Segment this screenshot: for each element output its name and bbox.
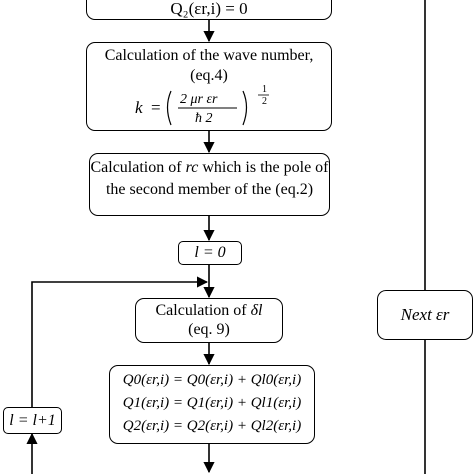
l-init-text: l = 0 xyxy=(194,244,226,261)
formula-denominator: ħ 2 xyxy=(195,111,213,126)
next-er-text: Next εr xyxy=(400,305,450,324)
loop-back-line xyxy=(31,276,209,407)
formula-exp-den: 2 xyxy=(262,96,267,107)
wave-number-formula: k = 2 μr εr ħ 2 1 2 xyxy=(135,85,269,126)
sum-row-2: Q2(εr,i) = Q2(εr,i) + Ql2(εr,i) xyxy=(122,418,302,434)
rc-line1-suffix: which is the pole of xyxy=(198,159,329,176)
init-box-text: Q₂(εr,i) = 0 xyxy=(170,0,248,18)
delta-line2: (eq. 9) xyxy=(188,321,230,338)
l-increment-box: l = l+1 xyxy=(3,407,62,434)
delta-var: δl xyxy=(250,302,263,319)
l-init-box: l = 0 xyxy=(178,241,242,265)
delta-box: Calculation of δl (eq. 9) xyxy=(135,298,283,343)
formula-numerator: 2 μr εr xyxy=(180,92,218,107)
rc-line1-prefix: Calculation of xyxy=(90,159,186,176)
sum-row-0: Q0(εr,i) = Q0(εr,i) + Ql0(εr,i) xyxy=(122,372,302,388)
rc-line2: the second member of the (eq.2) xyxy=(105,181,314,198)
rc-line1: Calculation of rc which is the pole of xyxy=(90,159,329,177)
sum-box: Q0(εr,i) = Q0(εr,i) + Ql0(εr,i) Q1(εr,i)… xyxy=(109,365,315,444)
wave-number-line1: Calculation of the wave number, xyxy=(104,47,314,64)
wave-number-line2: (eq.4) xyxy=(190,67,228,84)
init-box: Q₂(εr,i) = 0 xyxy=(86,0,332,20)
delta-line1-prefix: Calculation of xyxy=(155,302,251,319)
formula-exp-num: 1 xyxy=(262,85,267,95)
formula-right-paren xyxy=(242,90,248,126)
rc-box: Calculation of rc which is the pole of t… xyxy=(89,153,330,216)
sum-row-1: Q1(εr,i) = Q1(εr,i) + Ql1(εr,i) xyxy=(122,395,302,411)
formula-equals: = xyxy=(151,98,161,117)
formula-k: k xyxy=(135,98,143,117)
formula-left-paren xyxy=(166,90,172,126)
next-er-box: Next εr xyxy=(377,290,473,340)
delta-line1: Calculation of δl xyxy=(136,302,282,320)
l-increment-text: l = l+1 xyxy=(9,412,56,429)
wave-number-box: Calculation of the wave number, (eq.4) k… xyxy=(86,42,332,131)
rc-var: rc xyxy=(185,159,199,176)
